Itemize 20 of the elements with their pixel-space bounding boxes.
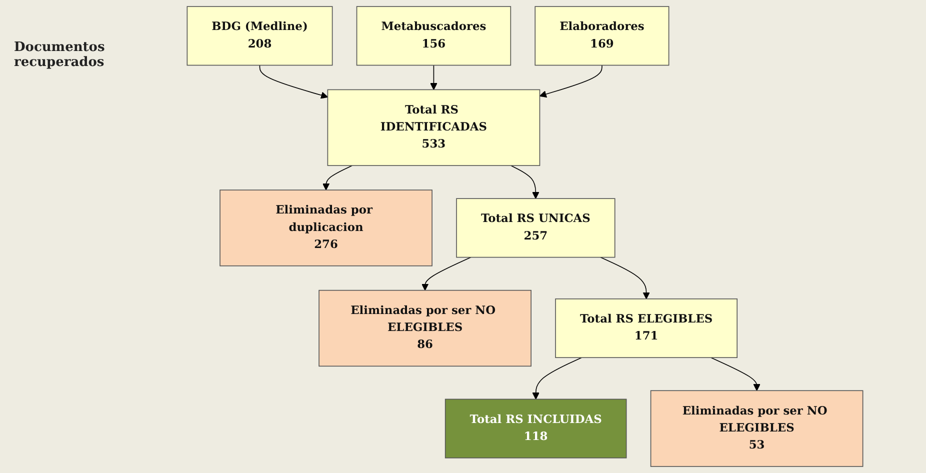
arrow [421,256,472,291]
row-label: Documentos recuperados [14,40,106,70]
arrow [532,357,582,400]
arrow [539,64,602,98]
node-box: Total RS UNICAS 257 [456,198,616,258]
arrow [322,165,353,190]
arrow [430,64,438,90]
node-box: BDG (Medline) 208 [186,6,333,66]
node-box: Total RS IDENTIFICADAS 533 [327,89,540,166]
node-box: Total RS ELEGIBLES 171 [555,298,738,358]
node-box: Total RS INCLUIDAS 118 [444,398,627,458]
arrow [259,64,328,99]
node-box: Metabuscadores 156 [356,6,512,66]
arrow [510,165,540,199]
node-box: Eliminadas por duplicacion 276 [220,190,432,266]
arrow [710,357,760,391]
node-box: Eliminadas por ser NO ELEGIBLES 86 [318,290,532,367]
node-box: Eliminadas por ser NO ELEGIBLES 53 [650,390,864,467]
arrow [600,256,650,300]
node-box: Elaboradores 169 [534,6,670,66]
